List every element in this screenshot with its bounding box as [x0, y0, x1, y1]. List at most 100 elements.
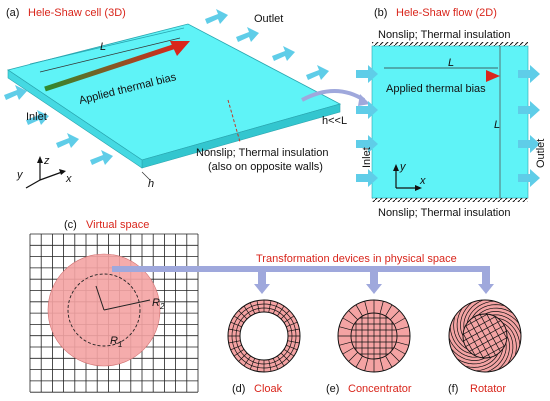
rotator-grid-line-b — [470, 314, 500, 358]
slab-inner-edge — [29, 27, 185, 65]
top-wall-label: Nonslip; Thermal insulation — [378, 29, 510, 41]
concentrator-tag: (e) — [326, 383, 339, 395]
cloak-inner — [239, 311, 289, 361]
panel-c: (c) Virtual space R2 R1 — [29, 219, 199, 393]
axis-y-label: y — [16, 169, 24, 181]
concentrator-radial-line — [385, 355, 393, 368]
connector-concentrator-arrowhead — [366, 284, 382, 294]
rotator-spiral-line — [471, 304, 505, 319]
connector-rotator-stem — [482, 266, 490, 284]
cloak-ring — [231, 303, 297, 369]
wall-indicator-line — [227, 99, 241, 143]
cloak-radial-line — [268, 359, 272, 372]
r2-label: R2 — [152, 297, 165, 311]
slab-left — [7, 69, 143, 169]
wall-note-line1: Nonslip; Thermal insulation — [196, 147, 328, 159]
cloak-radial-line — [228, 328, 241, 332]
rotator-spiral-line — [475, 348, 504, 372]
flow-axis-y-label: y — [399, 161, 407, 173]
rotator-mesh — [449, 300, 521, 372]
concentrator-radial-line — [355, 304, 363, 317]
rotator-spiral-line — [486, 342, 507, 372]
flow-outlet-arrows — [518, 65, 540, 187]
flow-bias-label: Applied thermal bias — [386, 83, 486, 95]
cloak-radial-line — [228, 340, 241, 344]
cloak-radial-line — [249, 302, 256, 314]
cloak-radial-line — [286, 321, 298, 328]
axes-3d — [25, 160, 63, 189]
rotator-spiral-line — [505, 328, 514, 365]
rotator-spiral-line — [449, 326, 473, 355]
length-label: L — [100, 41, 106, 53]
wall-note-line2: (also on opposite walls) — [208, 161, 323, 173]
rotator-spiral-line — [497, 335, 510, 370]
cloak-radial-line — [249, 358, 256, 370]
cloak-name: Cloak — [254, 383, 283, 395]
flow-height-label: L — [494, 119, 500, 131]
bias-arrow-head — [170, 41, 190, 56]
rotator-grid-line-a — [467, 337, 507, 358]
rotator-spiral-line — [463, 300, 484, 330]
concentrator-radial-line — [393, 317, 406, 325]
cloak-radial-line — [280, 310, 290, 320]
cloak-radial-line — [286, 344, 298, 351]
scale-link-arrowhead — [358, 94, 370, 106]
bottom-wall-label: Nonslip; Thermal insulation — [378, 207, 510, 219]
x-axis-arrowhead — [59, 169, 66, 175]
flow-inlet-arrows — [356, 65, 378, 187]
rotator-spiral-line — [451, 348, 486, 361]
panel-b: (b) Hele-Shaw flow (2D) Nonslip; Thermal… — [356, 7, 547, 219]
rotator-name: Rotator — [470, 383, 506, 395]
r2-line — [103, 299, 151, 311]
concentrator-radial-line — [396, 326, 409, 331]
devices-header: Transformation devices in physical space — [256, 253, 457, 265]
inlet-label: Inlet — [26, 111, 47, 123]
rotator-spiral-line — [491, 314, 521, 335]
concentrator-radial-line — [348, 310, 358, 320]
concentrator-radial-line — [393, 347, 406, 355]
axes-2d — [395, 168, 418, 189]
rotator-spiral-line — [460, 302, 473, 337]
cloak-radial-line — [280, 352, 290, 362]
rotator-spiral-line — [465, 353, 499, 368]
cloak-radial-line — [272, 358, 279, 370]
concentrator-radial-line — [396, 341, 409, 346]
cloak-radial-line — [256, 300, 260, 313]
concentrator-radial-line — [339, 341, 352, 346]
rotator-grid-line-b — [486, 314, 507, 354]
height-label: h — [148, 178, 154, 190]
scale-link-label: h<<L — [322, 115, 347, 127]
cloak-radial-line — [287, 328, 300, 332]
concentrator-device: (e) Concentrator — [326, 299, 412, 395]
cloak-radial-line — [277, 355, 285, 367]
connector-rotator-arrowhead — [478, 284, 494, 294]
concentrator-radial-line — [385, 304, 393, 317]
cloak-ring — [235, 307, 293, 365]
cloak-radial-line — [268, 300, 272, 313]
panel-b-title: Hele-Shaw flow (2D) — [396, 7, 497, 19]
cloak-radial-line — [277, 305, 285, 317]
connector-concentrator-stem — [370, 266, 378, 284]
panel-c-tag: (c) — [64, 219, 77, 231]
rotator-grid-line-a — [463, 326, 507, 356]
virtual-disc-inner — [67, 273, 141, 347]
concentrator-radial-line — [390, 310, 400, 320]
rotator-spiral-line — [484, 311, 519, 324]
rotator-spiral-line — [477, 307, 514, 316]
flow-y-arrowhead — [393, 164, 399, 171]
cloak-radial-line — [230, 344, 242, 351]
cloak-radial-line — [238, 352, 248, 362]
panel-a-tag: (a) — [6, 7, 19, 19]
cloak-radial-line — [233, 315, 245, 323]
concentrator-radial-line — [379, 358, 384, 371]
length-dimension-line — [39, 37, 181, 73]
concentrator-radial-line — [379, 301, 384, 314]
axis-z-label: z — [43, 155, 50, 167]
cloak-radial-line — [272, 302, 279, 314]
r1-line — [95, 285, 105, 311]
cloak-mesh — [228, 300, 300, 372]
connector-bar — [112, 266, 490, 272]
z-axis-arrowhead — [37, 156, 43, 163]
top-wall-hatch — [372, 42, 528, 46]
flow-bias-arrowhead — [486, 70, 500, 82]
